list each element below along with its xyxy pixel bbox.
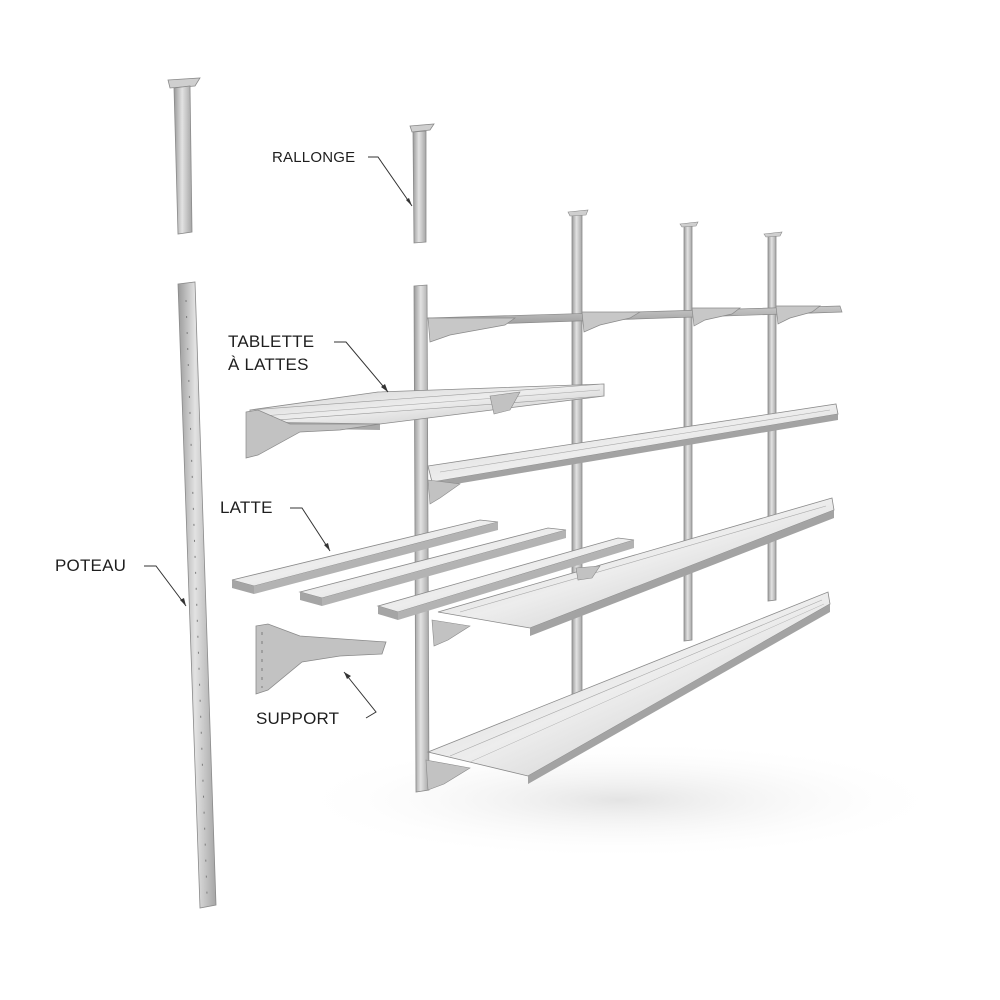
label-rallonge: RALLONGE xyxy=(272,149,356,166)
support-bracket xyxy=(255,623,387,695)
leader-support xyxy=(343,671,377,719)
latte-slats xyxy=(231,519,635,620)
shelf-level-2 xyxy=(427,403,839,505)
label-latte: LATTE xyxy=(220,498,273,517)
leader-latte xyxy=(290,507,331,552)
rallonge-part xyxy=(409,123,435,244)
leader-rallonge xyxy=(368,156,413,207)
poteau-post xyxy=(177,281,217,909)
leader-tablette xyxy=(334,341,389,393)
tablette-shelf xyxy=(245,383,605,459)
leader-poteau-arrow xyxy=(180,598,186,606)
label-poteau: POTEAU xyxy=(55,556,127,575)
label-tablette-line1: TABLETTE xyxy=(228,332,315,351)
leader-rallonge-arrow xyxy=(406,198,412,206)
shelf-level-3 xyxy=(431,497,835,647)
shelf-level-4 xyxy=(425,591,831,791)
label-tablette-line2: À LATTES xyxy=(228,355,309,374)
top-rail xyxy=(427,305,843,343)
leader-tablette-arrow xyxy=(381,384,388,392)
floor-shadow xyxy=(290,740,950,860)
rallonge-left xyxy=(167,77,201,235)
leader-poteau xyxy=(144,565,187,607)
leader-lines xyxy=(144,156,413,719)
leader-latte-arrow xyxy=(324,543,330,551)
label-support: SUPPORT xyxy=(256,709,340,728)
leader-support-arrow xyxy=(344,672,351,679)
